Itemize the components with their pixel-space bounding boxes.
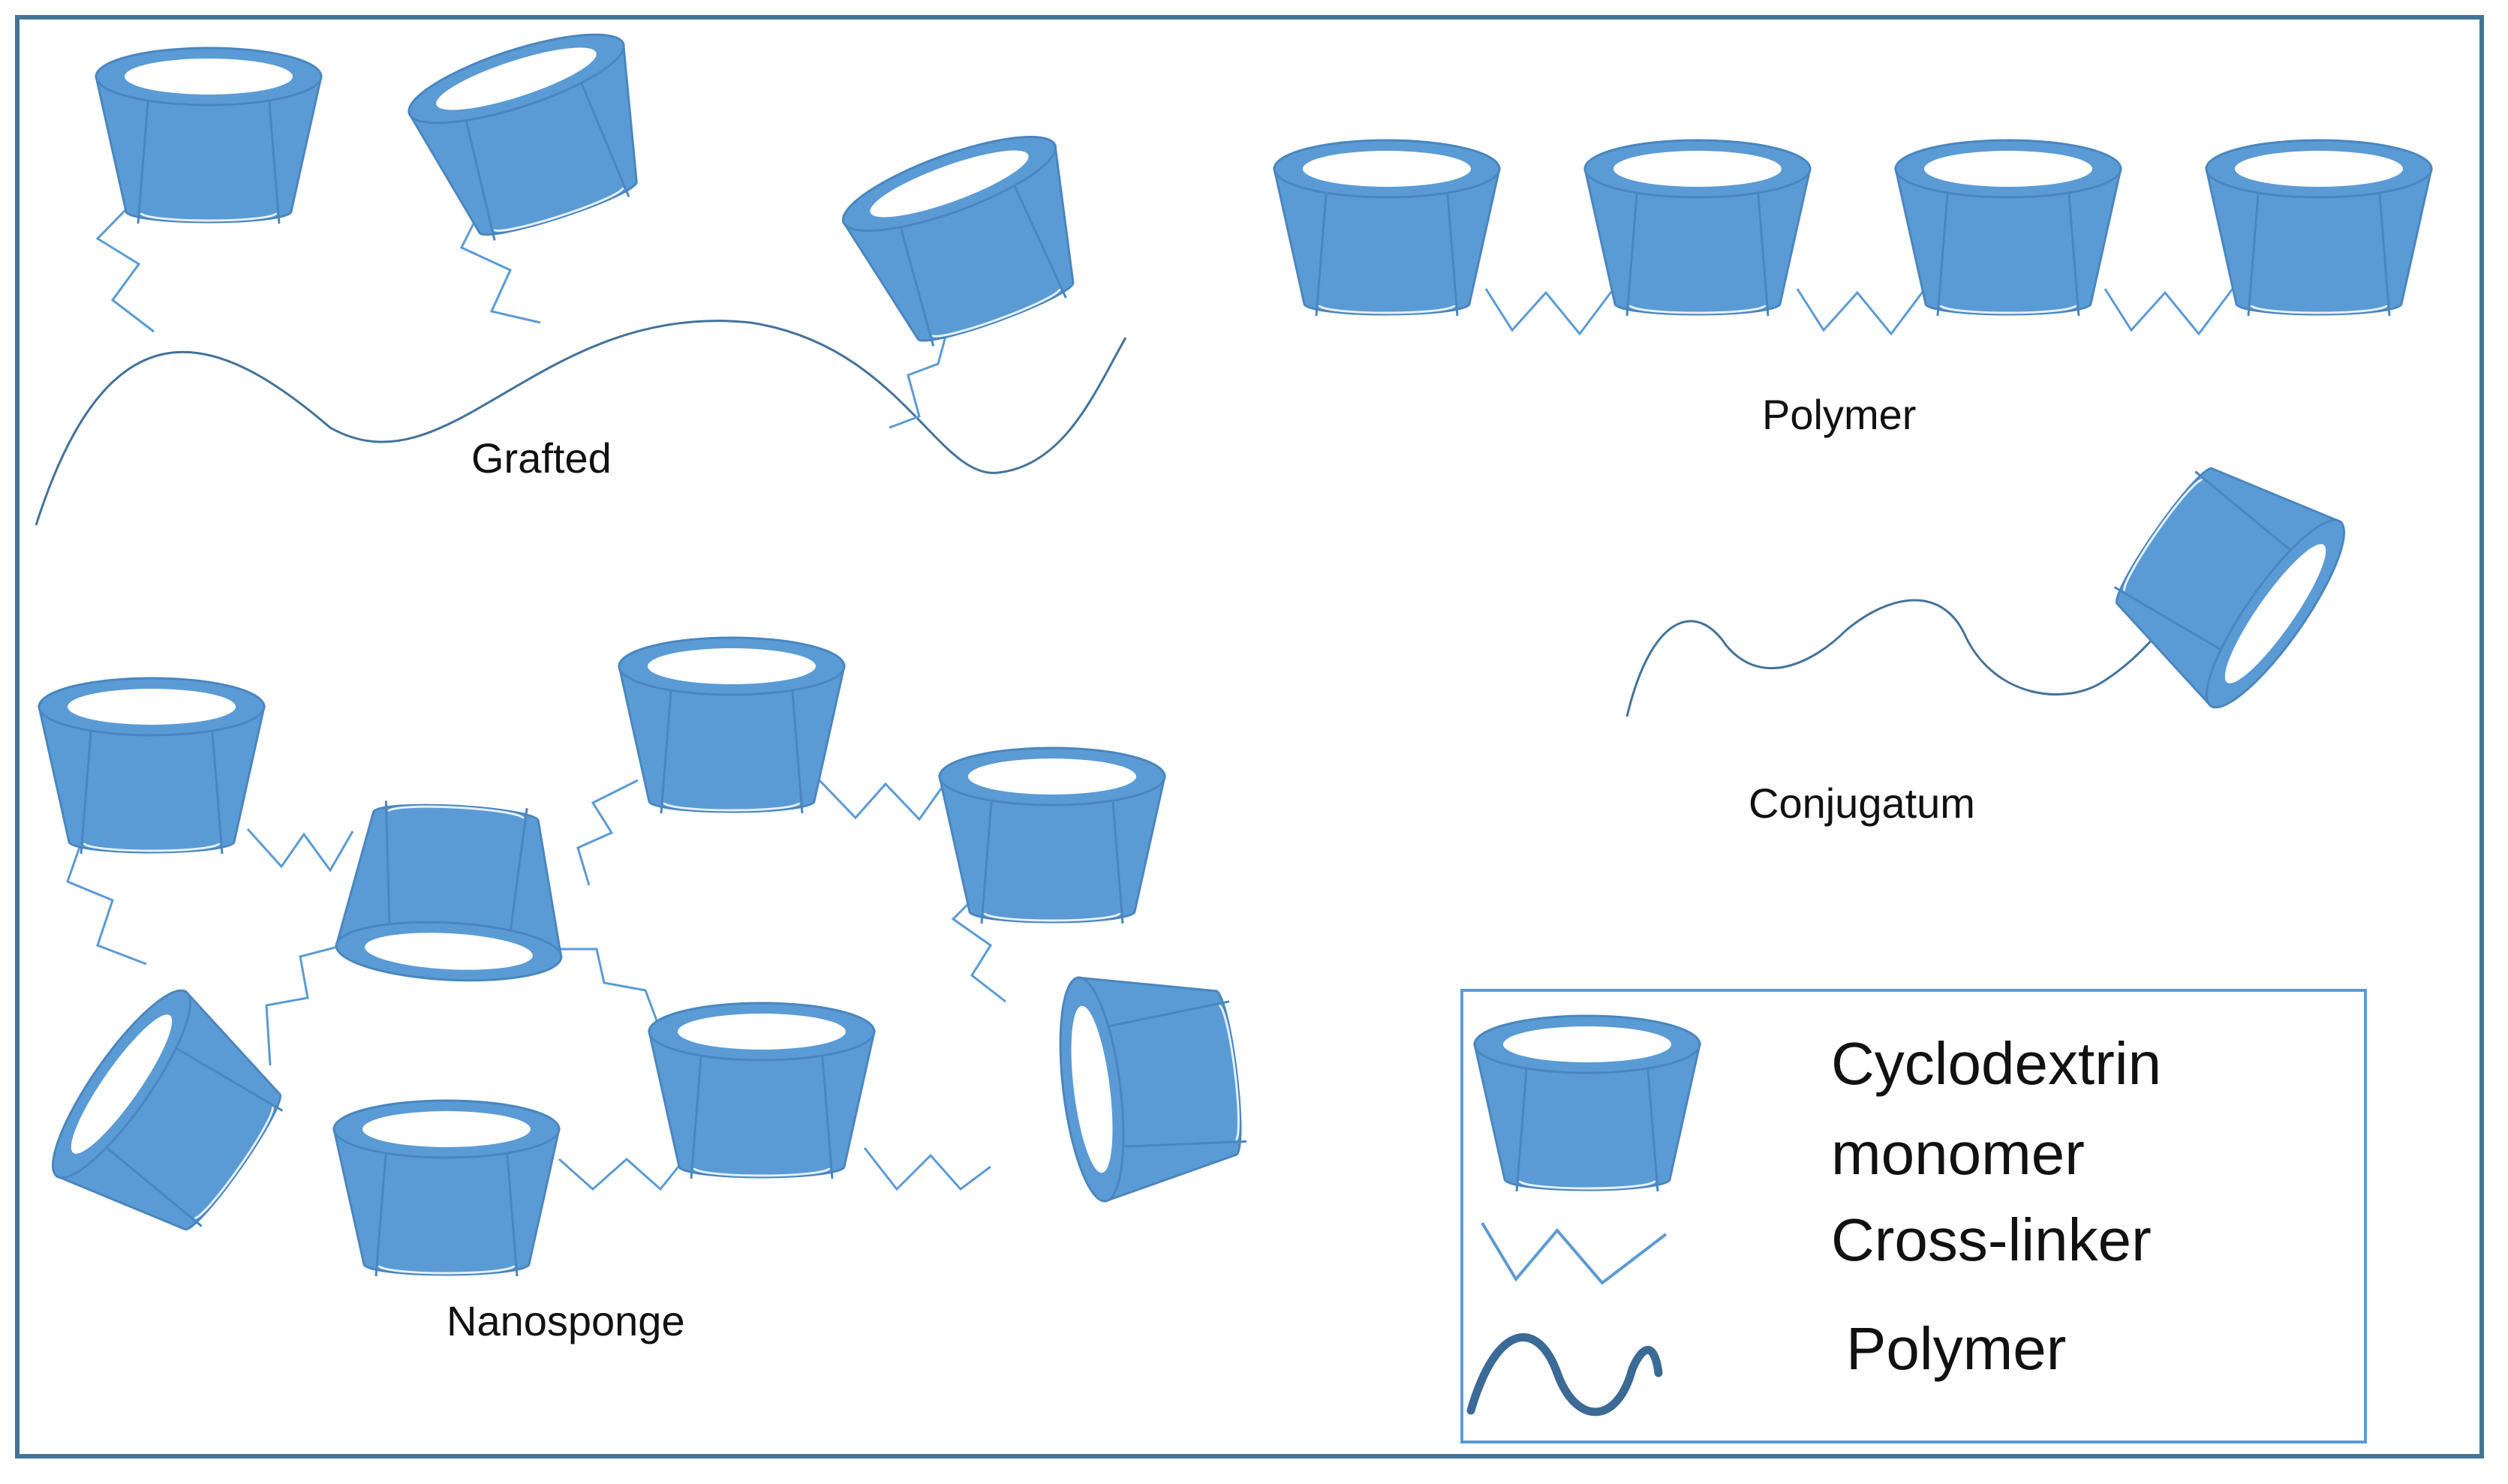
polymer-group: Polymer [1273, 139, 2433, 438]
cyclodextrin-cup [1894, 139, 2122, 317]
label-polymer: Polymer [1762, 391, 1916, 438]
nanosponge-group: Nanosponge [32, 636, 1253, 1344]
crosslinker [95, 203, 155, 333]
crosslinker [552, 948, 658, 1021]
legend-cyclodextrin-label: Cyclodextrin [1831, 1030, 2161, 1097]
cyclodextrin-cup [1583, 139, 1812, 317]
grafted-polymer-backbone [35, 320, 1127, 526]
crosslinker [816, 777, 949, 822]
cyclodextrin-cup [32, 974, 308, 1262]
legend-polymer-icon [1466, 1333, 1663, 1416]
crosslinker [2104, 288, 2234, 336]
cyclodextrin-cup [332, 1099, 561, 1278]
crosslinker [558, 1151, 692, 1191]
cyclodextrin-cup [95, 47, 323, 225]
cyclodextrin-cup [938, 747, 1166, 925]
legend-cyclodextrin-icon [1473, 1014, 1701, 1193]
crosslinker [951, 895, 1006, 1003]
legend-cyclodextrin-label-line2: monomer [1831, 1120, 2085, 1187]
cyclodextrin-cup [832, 117, 1107, 362]
crosslinker [576, 779, 639, 886]
crosslinker [889, 322, 951, 429]
cyclodextrin-cup [1273, 139, 1501, 317]
legend-crosslinker-label: Cross-linker [1831, 1206, 2152, 1273]
crosslinker [1796, 288, 1926, 336]
cyclodextrin-cup [648, 1002, 876, 1180]
cyclodextrin-cup [333, 797, 570, 987]
cyclodextrin-cup [2205, 139, 2433, 317]
crosslinker [1484, 288, 1615, 336]
crosslinker [459, 209, 541, 324]
conjugatum-polymer-chain [1625, 599, 2163, 717]
cyclodextrin-cup [618, 636, 846, 815]
label-nanosponge: Nanosponge [447, 1297, 685, 1344]
label-conjugatum: Conjugatum [1749, 780, 1975, 827]
label-grafted: Grafted [471, 434, 612, 482]
crosslinker [66, 834, 147, 966]
crosslinker [863, 1147, 991, 1191]
legend: Cyclodextrin monomer Cross-linker Polyme… [1460, 989, 2367, 1443]
grafted-group: Grafted [35, 16, 1127, 526]
cyclodextrin-cup [2088, 436, 2365, 724]
legend-polymer-label: Polymer [1846, 1315, 2066, 1382]
cyclodextrin-cup [399, 16, 670, 255]
legend-crosslinker-icon [1481, 1221, 1667, 1285]
legend-box [1460, 989, 2367, 1443]
crosslinker [246, 828, 354, 873]
cyclodextrin-cup [1048, 958, 1253, 1206]
crosslinker [265, 945, 338, 1066]
conjugatum-group: Conjugatum [1625, 436, 2365, 827]
cyclodextrin-cup [38, 677, 266, 855]
